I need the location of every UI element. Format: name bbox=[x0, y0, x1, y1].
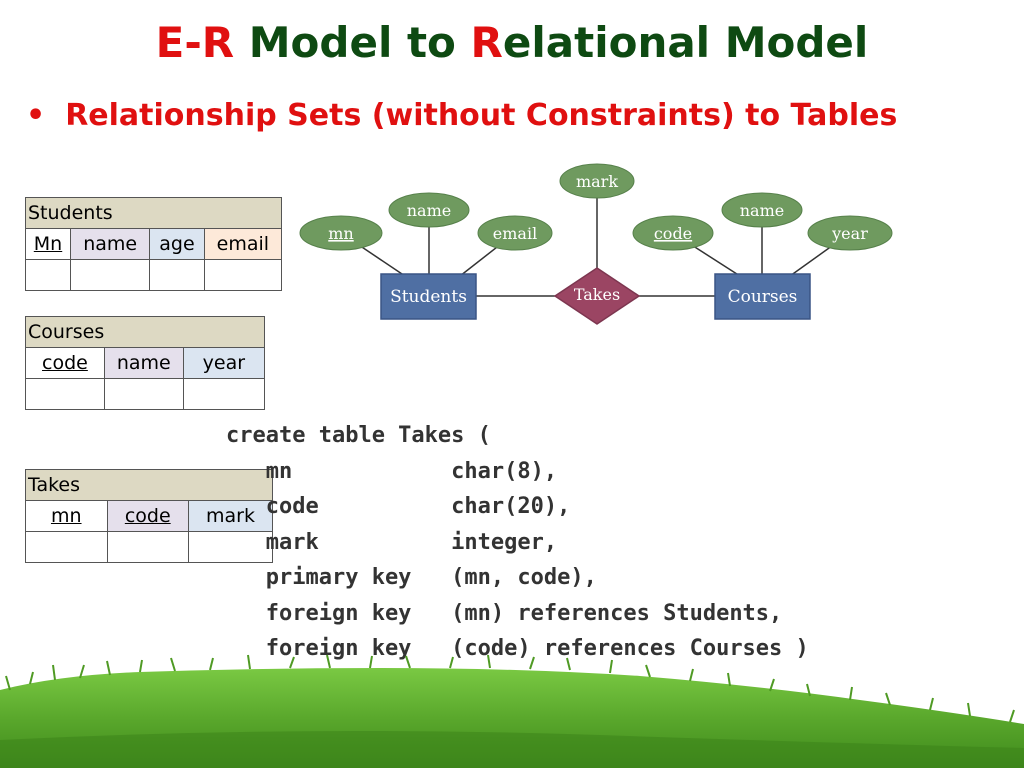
sql-line: code char(20), bbox=[226, 494, 571, 519]
empty-cell bbox=[25, 531, 108, 563]
empty-cell bbox=[70, 259, 151, 291]
attr-students-name-label: name bbox=[407, 201, 451, 220]
students-entity-label: Students bbox=[390, 287, 467, 307]
title-elational: elational Model bbox=[502, 18, 869, 67]
courses-table: Courses code name year bbox=[25, 316, 266, 410]
attr-mark-label: mark bbox=[576, 172, 618, 191]
students-table: Students Mn name age email bbox=[24, 197, 283, 291]
bullet-glyph: • bbox=[26, 98, 46, 133]
col-age: age bbox=[149, 228, 205, 260]
sql-line: foreign key (code) references Courses ) bbox=[226, 636, 809, 661]
col-mark: mark bbox=[188, 500, 273, 532]
attr-mn: mn bbox=[299, 215, 383, 251]
sql-line: mark integer, bbox=[226, 529, 558, 555]
students-table-name: Students bbox=[25, 197, 282, 229]
attr-students-name: name bbox=[388, 192, 470, 228]
attr-courses-name-label: name bbox=[740, 201, 784, 220]
attr-courses-name: name bbox=[721, 192, 803, 228]
empty-cell bbox=[203, 259, 283, 291]
attr-year-label: year bbox=[831, 224, 868, 243]
empty-cell bbox=[188, 531, 273, 563]
attr-year: year bbox=[807, 215, 893, 251]
empty-cell bbox=[149, 259, 205, 291]
sql-line: mn char(8), bbox=[226, 458, 558, 484]
takes-table-name: Takes bbox=[25, 469, 273, 501]
col-name: name bbox=[70, 228, 151, 260]
attr-email: email bbox=[477, 215, 553, 251]
courses-entity: Courses bbox=[714, 273, 811, 320]
attr-mn-label: mn bbox=[328, 224, 353, 243]
col-code: code bbox=[25, 347, 105, 379]
col-email: email bbox=[203, 228, 283, 260]
sql-line: create table Takes ( bbox=[226, 423, 491, 448]
attr-code: code bbox=[632, 215, 714, 251]
takes-table: Takes mn code mark bbox=[25, 469, 273, 563]
empty-cell bbox=[106, 531, 189, 563]
title-er: E-R bbox=[155, 18, 235, 67]
bullet-point: • Relationship Sets (without Constraints)… bbox=[26, 98, 897, 133]
title-r: R bbox=[470, 18, 503, 67]
attr-code-label: code bbox=[654, 224, 692, 243]
students-entity: Students bbox=[380, 273, 477, 320]
attr-email-label: email bbox=[493, 224, 537, 243]
slide-title: E-R Model to Relational Model bbox=[0, 18, 1024, 67]
empty-cell bbox=[103, 378, 184, 410]
takes-relationship: Takes bbox=[553, 267, 641, 325]
empty-cell bbox=[24, 259, 72, 291]
col-year: year bbox=[182, 347, 266, 379]
takes-relationship-label: Takes bbox=[574, 285, 620, 304]
sql-line: foreign key (mn) references Students, bbox=[226, 600, 783, 626]
courses-table-name: Courses bbox=[25, 316, 265, 348]
courses-entity-label: Courses bbox=[728, 287, 798, 307]
sql-code-block: create table Takes ( mn char(8), code ch… bbox=[226, 418, 809, 667]
attr-mark: mark bbox=[559, 163, 635, 199]
sql-line: primary key (mn, code), bbox=[226, 565, 597, 590]
bullet-text: Relationship Sets (without Constraints) … bbox=[65, 98, 898, 133]
title-model-to: Model to bbox=[234, 18, 471, 67]
empty-cell bbox=[182, 378, 266, 410]
